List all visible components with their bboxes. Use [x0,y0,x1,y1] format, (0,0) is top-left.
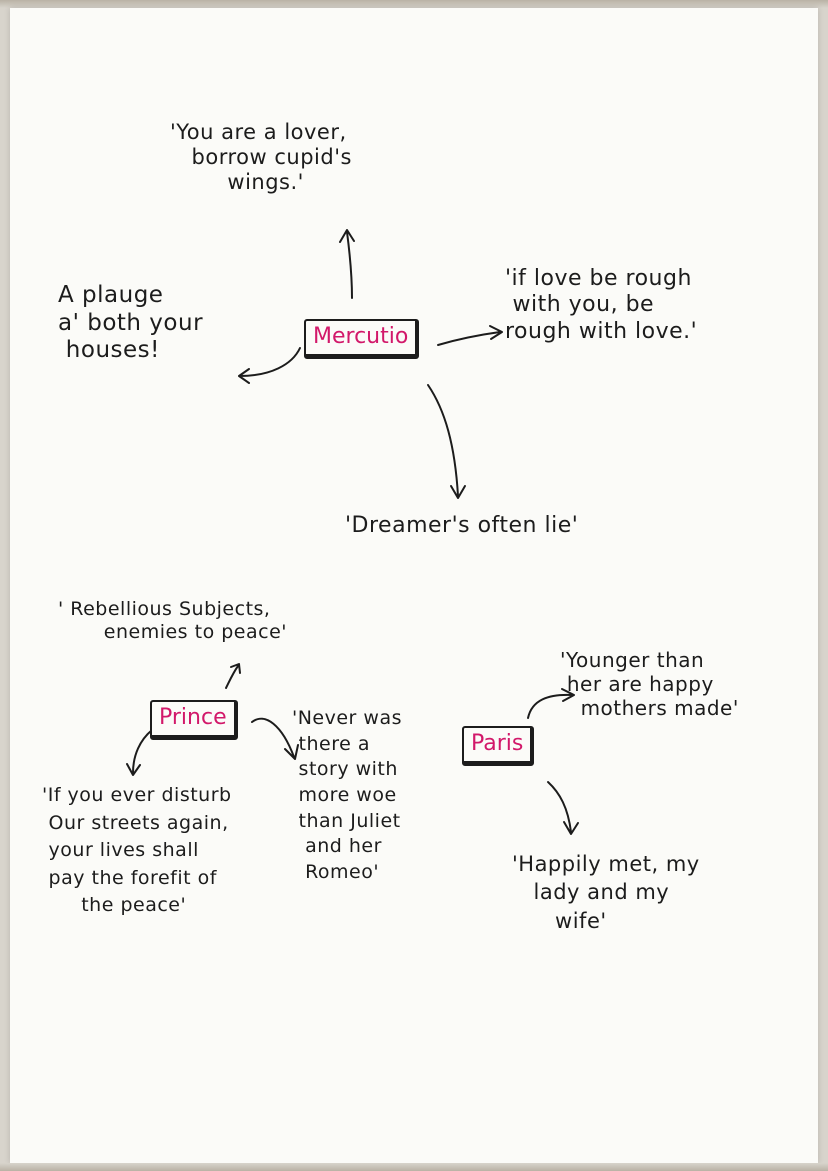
prince-quote-left: 'If you ever disturb Our streets again, … [42,784,232,917]
mercutio-quote-left: A plauge a' both your houses! [58,282,204,364]
paris-name-box: Paris [462,726,535,766]
arrow-mercutio-up [339,229,355,299]
arrow-mercutio-left [238,347,301,384]
mercutio-name-box: Mercutio [304,319,420,359]
arrow-paris-down [547,781,579,835]
prince-quote-top: ' Rebellious Subjects, enemies to peace' [58,598,287,643]
notebook-page [10,8,818,1163]
arrow-prince-up [225,663,241,689]
paris-quote-top: 'Younger than her are happy mothers made… [560,648,739,720]
arrow-mercutio-down [427,384,466,499]
arrow-paris-up [527,688,575,719]
prince-name-box: Prince [150,700,238,740]
paris-quote-bottom: 'Happily met, my lady and my wife' [512,852,700,933]
arrow-mercutio-right [437,325,503,346]
page-edge-top [0,0,828,8]
arrow-prince-right [251,717,299,760]
prince-quote-right: 'Never was there a story with more woe t… [292,707,402,883]
mercutio-quote-bottom: 'Dreamer's often lie' [345,513,579,538]
mercutio-quote-right: 'if love be rough with you, be rough wit… [505,266,698,344]
arrow-prince-left [126,729,153,776]
page-edge-bottom [0,1163,828,1171]
mercutio-quote-top: 'You are a lover, borrow cupid's wings.' [170,120,352,195]
